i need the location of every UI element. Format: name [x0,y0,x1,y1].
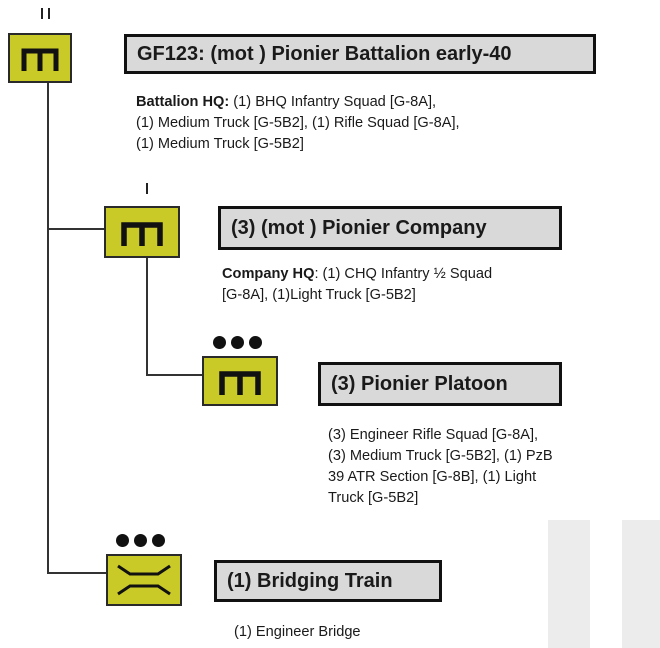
engineer-unit-icon [121,222,163,246]
size-bar [41,8,43,19]
company-description-line: [G-8A], (1)Light Truck [G-5B2] [222,287,416,303]
size-dot [213,336,226,349]
bridging-unit-icon [117,564,171,596]
size-dot [116,534,129,547]
battalion-title: GF123: (mot ) Pionier Battalion early-40 [124,34,596,74]
company-description-line: Company HQ: (1) CHQ Infantry ½ Squad [222,264,492,285]
platoon-title: (3) Pionier Platoon [318,362,562,406]
battalion-description-line: Battalion HQ: (1) BHQ Infantry Squad [G-… [136,92,460,113]
company-size-marker [146,183,148,194]
platoon-unit-symbol [202,356,278,406]
bridging-unit-symbol [106,554,182,606]
size-dot [134,534,147,547]
platoon-description-line: (3) Engineer Rifle Squad [G-8A], [328,427,539,443]
platoon-description-line: Truck [G-5B2] [328,490,419,506]
battalion-description: Battalion HQ: (1) BHQ Infantry Squad [G-… [136,92,460,155]
watermark-stripe-left [548,520,590,648]
platoon-size-marker [213,336,262,349]
battalion-description-line: (1) Medium Truck [G-5B2] [136,136,304,152]
battalion-unit-symbol [8,33,72,83]
connector-to-bridging [47,572,107,574]
engineer-unit-icon [219,371,261,395]
battalion-size-marker [41,8,50,19]
bridging-description-line: (1) Engineer Bridge [234,624,361,640]
connector-company-trunk [146,256,148,375]
connector-to-company [47,228,105,230]
company-description: Company HQ: (1) CHQ Infantry ½ Squad [G-… [222,264,492,306]
bridging-title: (1) Bridging Train [214,560,442,602]
engineer-unit-icon [21,48,59,71]
connector-to-platoon [146,374,202,376]
size-dot [249,336,262,349]
company-hq-label: Company HQ [222,266,315,282]
platoon-description-line: (3) Medium Truck [G-5B2], (1) PzB [328,448,553,464]
connector-battalion-trunk [47,83,49,573]
battalion-hq-label: Battalion HQ: [136,94,230,110]
company-unit-symbol [104,206,180,258]
battalion-description-line: (1) Medium Truck [G-5B2], (1) Rifle Squa… [136,115,460,131]
platoon-description-line: 39 ATR Section [G-8B], (1) Light [328,469,537,485]
watermark-stripe-right [622,520,660,648]
battalion-hq-text: (1) BHQ Infantry Squad [G-8A], [229,94,437,110]
size-bar [146,183,148,194]
bridging-description: (1) Engineer Bridge [234,622,361,643]
bridging-size-marker [116,534,165,547]
platoon-description: (3) Engineer Rifle Squad [G-8A], (3) Med… [328,425,553,509]
company-hq-text: : (1) CHQ Infantry ½ Squad [314,266,493,282]
size-dot [152,534,165,547]
company-title: (3) (mot ) Pionier Company [218,206,562,250]
size-dot [231,336,244,349]
size-bar [48,8,50,19]
